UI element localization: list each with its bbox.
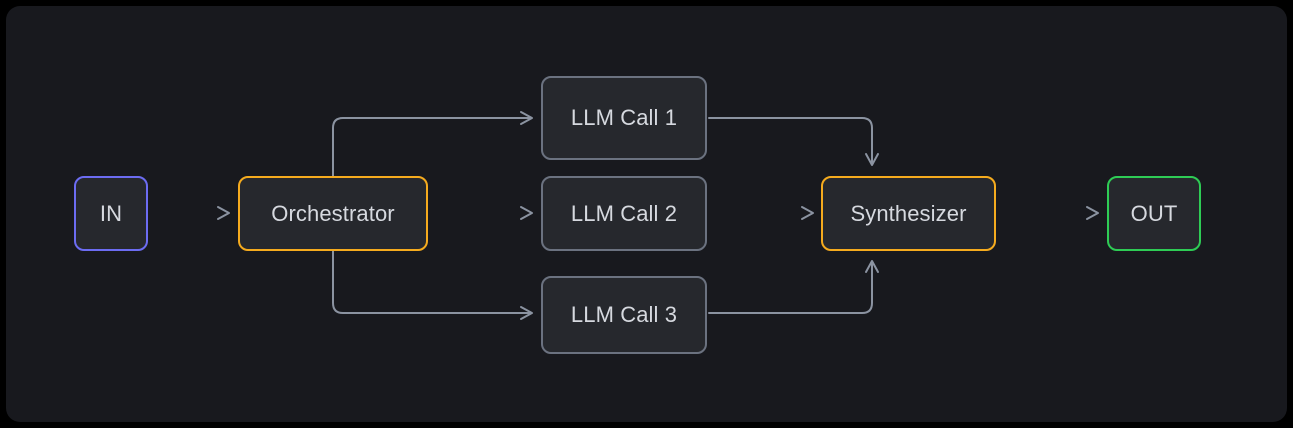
node-orchestrator[interactable]: Orchestrator xyxy=(238,176,428,251)
edge-orchestrator-to-llm-call-3 xyxy=(332,250,533,320)
diagram-canvas: IN Orchestrator LLM Call 1 LLM Call 2 LL… xyxy=(6,6,1287,422)
node-in-label: IN xyxy=(99,200,123,226)
edge-synthesizer-to-out xyxy=(1086,206,1099,220)
node-synthesizer[interactable]: Synthesizer xyxy=(821,176,996,251)
node-synthesizer-label: Synthesizer xyxy=(850,200,967,226)
edge-llm-call-1-to-synthesizer xyxy=(708,117,879,166)
node-llm-call-3-label: LLM Call 3 xyxy=(570,302,678,327)
edge-orchestrator-to-llm-call-1 xyxy=(332,111,533,177)
node-in[interactable]: IN xyxy=(74,176,148,251)
node-llm-call-3[interactable]: LLM Call 3 xyxy=(541,276,707,354)
node-orchestrator-label: Orchestrator xyxy=(271,200,395,226)
node-llm-call-2-label: LLM Call 2 xyxy=(570,200,678,226)
edge-llm-call-3-to-synthesizer xyxy=(708,260,879,314)
node-out[interactable]: OUT xyxy=(1107,176,1201,251)
edge-in-to-orchestrator xyxy=(217,206,230,220)
edge-orchestrator-to-llm-call-2 xyxy=(520,206,533,220)
edge-llm-call-2-to-synthesizer xyxy=(801,206,814,220)
node-llm-call-1-label: LLM Call 1 xyxy=(570,105,678,130)
node-llm-call-1[interactable]: LLM Call 1 xyxy=(541,76,707,160)
node-out-label: OUT xyxy=(1130,200,1178,226)
node-llm-call-2[interactable]: LLM Call 2 xyxy=(541,176,707,251)
